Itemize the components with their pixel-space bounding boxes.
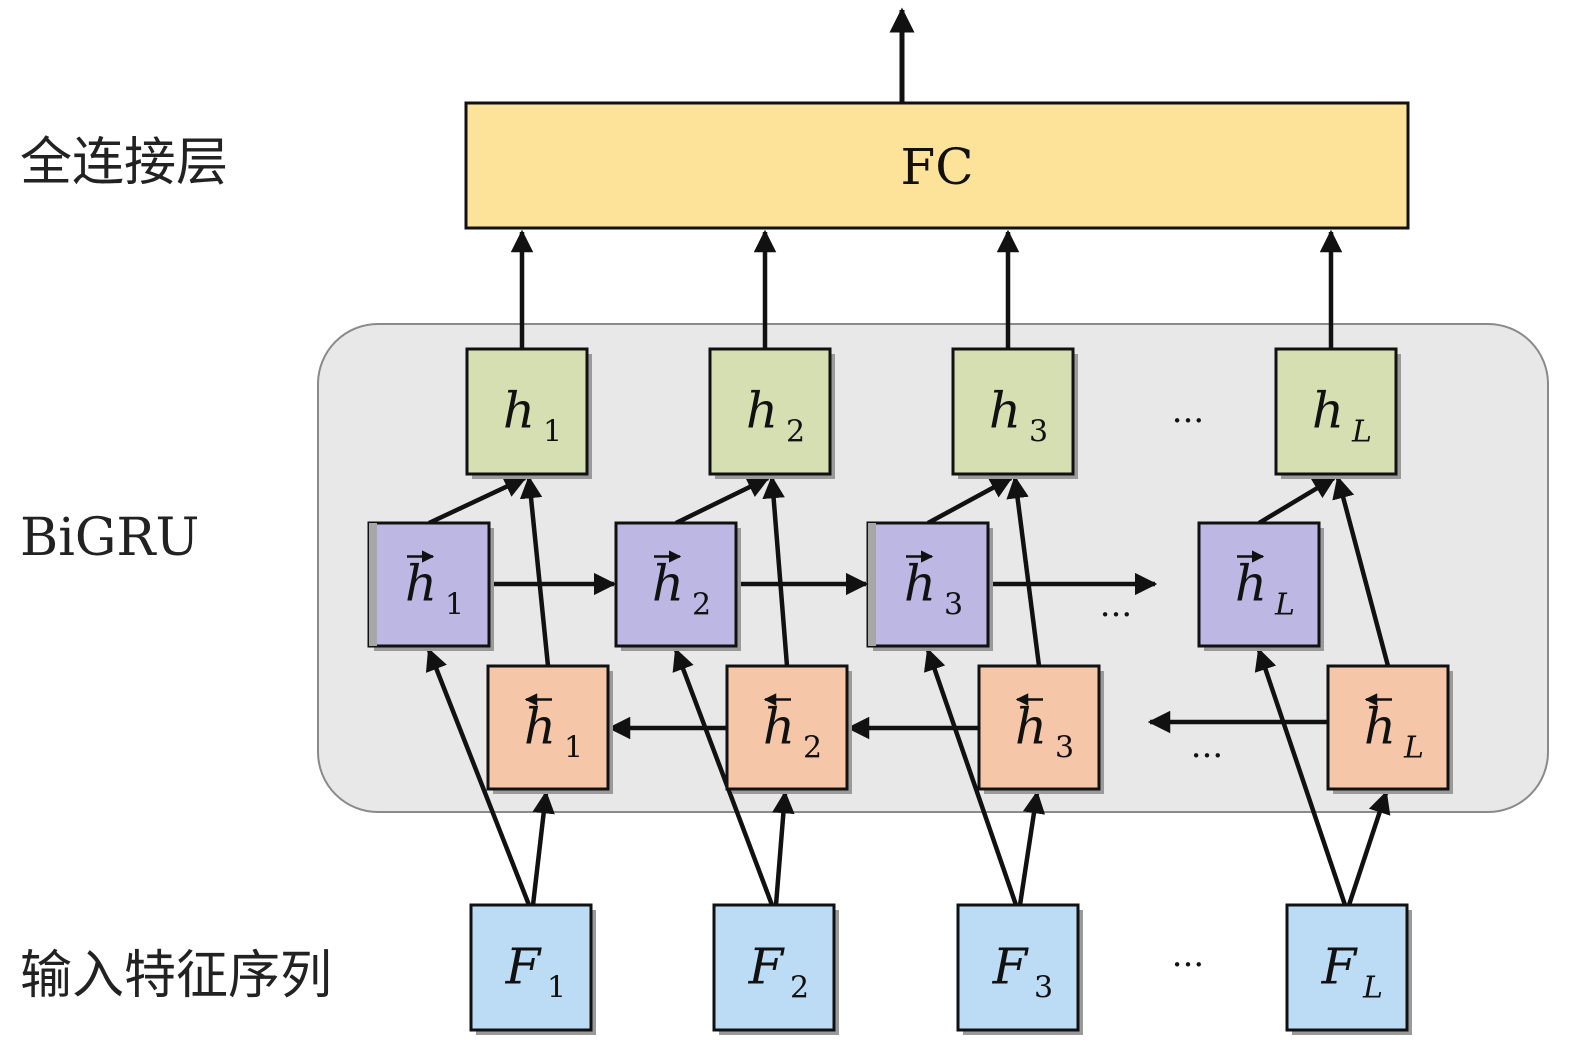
- inputs-symbol: F: [505, 938, 543, 996]
- inputs-symbol: F: [1321, 938, 1359, 996]
- inputs-symbol: F: [992, 938, 1030, 996]
- box-body: [1274, 347, 1398, 476]
- input-ellipsis: ···: [1172, 945, 1204, 985]
- outputs-subscript: 1: [543, 415, 562, 450]
- forward-subscript: 2: [692, 588, 711, 623]
- forward-to-output-arrow-3: [926, 476, 1013, 525]
- inputs-subscript: 1: [547, 971, 566, 1006]
- box-body: [614, 521, 738, 648]
- input-to-backward-arrow-3: [1017, 790, 1046, 906]
- backward-subscript: 3: [1055, 731, 1074, 766]
- fc-label: FC: [901, 138, 974, 196]
- backward-symbol: h: [763, 698, 795, 756]
- backward-subscript: 2: [803, 731, 822, 766]
- box-body: [956, 903, 1080, 1032]
- bigru-layer-label: BiGRU: [20, 508, 200, 568]
- backward-to-output-arrow-1: [519, 475, 551, 667]
- fc-box: [464, 101, 1410, 230]
- input-layer-label: 输入特征序列: [20, 946, 333, 1006]
- input-to-backward-arrow-2: [772, 790, 795, 906]
- box-body: [1326, 664, 1450, 791]
- forward-to-output-arrow-2: [675, 475, 771, 526]
- arrows: [425, 229, 1391, 906]
- backward-ellipsis: ···: [1191, 736, 1223, 776]
- outputs-symbol: h: [746, 382, 778, 440]
- forward-symbol: h: [405, 555, 437, 613]
- outputs-symbol: h: [503, 382, 535, 440]
- fc-layer-label: 全连接层: [20, 133, 229, 193]
- outputs-subscript: 3: [1029, 415, 1048, 450]
- forward-symbol: h: [652, 555, 684, 613]
- box-body: [367, 521, 491, 648]
- forward-symbol: h: [904, 555, 936, 613]
- box-body: [1285, 903, 1409, 1032]
- box-body: [1197, 521, 1321, 648]
- box-body: [712, 903, 836, 1032]
- backward-subscript: L: [1403, 731, 1424, 766]
- input-to-backward-arrow-4: [1346, 790, 1391, 906]
- outputs-symbol: h: [1312, 382, 1344, 440]
- output-ellipsis: ···: [1172, 401, 1204, 441]
- box-body: [465, 347, 589, 476]
- input-to-forward-arrow-4: [1254, 647, 1348, 906]
- backward-to-output-arrow-3: [1006, 475, 1042, 667]
- box-body: [708, 347, 832, 476]
- forward-to-output-arrow-1: [428, 475, 528, 526]
- outputs-symbol: h: [989, 382, 1021, 440]
- forward-to-output-arrow-4: [1257, 476, 1336, 525]
- forward-symbol: h: [1235, 555, 1267, 613]
- backward-symbol: h: [524, 698, 556, 756]
- box-body: [977, 664, 1101, 791]
- box-body: [725, 664, 849, 791]
- box-body: [951, 347, 1075, 476]
- input-to-forward-arrow-1: [425, 647, 532, 906]
- backward-symbol: h: [1364, 698, 1396, 756]
- inputs-subscript: 2: [790, 971, 809, 1006]
- box-accent: [369, 523, 377, 646]
- backward-to-output-arrow-2: [762, 475, 790, 667]
- backward-to-output-arrow-4: [1332, 475, 1391, 667]
- input-to-backward-arrow-1: [530, 790, 555, 906]
- outputs-subscript: 2: [786, 415, 805, 450]
- box-body: [866, 521, 990, 648]
- backward-subscript: 1: [564, 731, 583, 766]
- forward-ellipsis: ···: [1100, 595, 1132, 635]
- inputs-subscript: 3: [1034, 971, 1053, 1006]
- box-body: [486, 664, 610, 791]
- box-body: [469, 903, 593, 1032]
- outputs-subscript: L: [1351, 415, 1372, 450]
- inputs-subscript: L: [1362, 971, 1383, 1006]
- forward-subscript: 3: [944, 588, 963, 623]
- forward-subscript: 1: [445, 588, 464, 623]
- inputs-symbol: F: [748, 938, 786, 996]
- forward-subscript: L: [1274, 588, 1295, 623]
- input-to-forward-arrow-2: [672, 647, 775, 906]
- box-accent: [868, 523, 876, 646]
- backward-symbol: h: [1015, 698, 1047, 756]
- input-to-forward-arrow-3: [923, 647, 1019, 906]
